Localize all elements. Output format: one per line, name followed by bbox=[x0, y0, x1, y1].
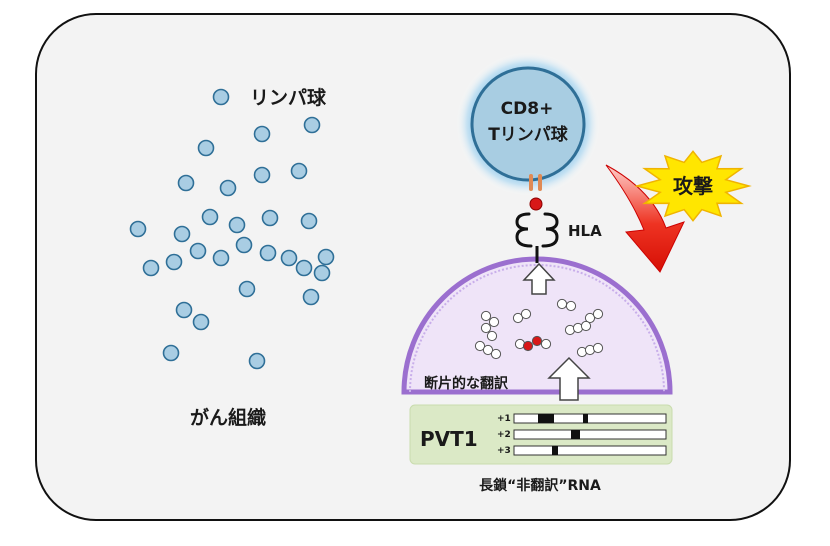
lymphocyte-dot bbox=[253, 166, 271, 184]
attack-label: 攻撃 bbox=[673, 174, 713, 198]
peptide-bead bbox=[512, 312, 524, 324]
lymphocyte-dot bbox=[173, 225, 191, 243]
lymphocyte-dot bbox=[280, 249, 298, 267]
cd8-label: CD8+ bbox=[501, 99, 554, 119]
fragment-translation-label: 断片的な翻訳 bbox=[424, 375, 509, 392]
lymphocyte-dot bbox=[259, 244, 277, 262]
cancer-cell bbox=[401, 256, 673, 395]
lymphocyte-dot bbox=[192, 313, 210, 331]
lymphocyte-dot bbox=[303, 116, 321, 134]
frame-plus2-label: +2 bbox=[497, 430, 511, 440]
lymphocyte-dot bbox=[129, 220, 147, 238]
lymphocyte-dot bbox=[162, 344, 180, 362]
hla-molecule-icon bbox=[515, 212, 559, 263]
hla-label: HLA bbox=[568, 222, 602, 240]
orf-block bbox=[538, 414, 554, 423]
lymphocyte-dot bbox=[189, 242, 207, 260]
frame-bar bbox=[513, 445, 667, 456]
frame-bar bbox=[513, 413, 667, 424]
peptide-bead bbox=[592, 308, 604, 320]
peptide-fragments bbox=[474, 298, 604, 360]
frame-bar bbox=[513, 429, 667, 440]
up-arrow-icon bbox=[522, 262, 556, 295]
lymphocyte-dot bbox=[290, 162, 308, 180]
antigen-peptide bbox=[529, 197, 543, 211]
peptide-bead bbox=[474, 340, 486, 352]
frame-plus3-label: +3 bbox=[497, 446, 511, 456]
lymphocyte-dot bbox=[212, 88, 230, 106]
peptide-bead bbox=[584, 312, 596, 324]
frame-plus1-label: +1 bbox=[497, 414, 511, 424]
pvt1-label: PVT1 bbox=[420, 427, 478, 451]
peptide-bead bbox=[531, 335, 543, 347]
lymphocyte-dot bbox=[317, 248, 335, 266]
peptide-bead bbox=[490, 348, 502, 360]
peptide-bead bbox=[520, 308, 532, 320]
peptide-bead bbox=[580, 320, 592, 332]
lncrna-label: 長鎖“非翻訳”RNA bbox=[479, 477, 601, 494]
peptide-bead bbox=[480, 310, 492, 322]
lymphocyte-dot bbox=[248, 352, 266, 370]
lymphocyte-dot bbox=[201, 208, 219, 226]
lymphocyte-dot bbox=[197, 139, 215, 157]
orf-block bbox=[571, 430, 580, 439]
lymphocyte-dot bbox=[219, 179, 237, 197]
lymphocyte-label: リンパ球 bbox=[250, 86, 327, 109]
lymphocyte-dot bbox=[253, 125, 271, 143]
cd8-t-cell bbox=[456, 52, 600, 196]
t-lymphocyte-label: Tリンパ球 bbox=[488, 125, 569, 145]
reading-frames: +1 +2 +3 bbox=[497, 413, 667, 456]
orf-block bbox=[583, 414, 588, 423]
peptide-bead bbox=[565, 300, 577, 312]
lymphocyte-dot bbox=[261, 209, 279, 227]
peptide-bead bbox=[556, 298, 568, 310]
peptide-bead bbox=[592, 342, 604, 354]
peptide-bead bbox=[482, 344, 494, 356]
lymphocyte-dot bbox=[302, 288, 320, 306]
peptide-bead bbox=[486, 330, 498, 342]
lymphocyte-dot bbox=[142, 259, 160, 277]
lymphocyte-dot bbox=[313, 264, 331, 282]
up-arrow-icon bbox=[547, 356, 591, 401]
lymphocyte-dot bbox=[295, 259, 313, 277]
peptide-bead bbox=[488, 316, 500, 328]
burst-star-icon bbox=[634, 150, 752, 222]
lymphocyte-dot bbox=[235, 236, 253, 254]
lymphocyte-dot bbox=[177, 174, 195, 192]
lymphocyte-dot bbox=[175, 301, 193, 319]
lymphocyte-dot bbox=[165, 253, 183, 271]
peptide-bead bbox=[522, 340, 534, 352]
lymphocyte-dot bbox=[300, 212, 318, 230]
orf-block bbox=[552, 446, 558, 455]
curved-arrow-icon bbox=[605, 164, 685, 273]
lymphocyte-group bbox=[129, 88, 335, 370]
t-cell-receptor-icon bbox=[529, 174, 542, 191]
lymphocyte-dot bbox=[238, 280, 256, 298]
lymphocyte-dot bbox=[212, 249, 230, 267]
lymphocyte-dot bbox=[228, 216, 246, 234]
peptide-bead bbox=[540, 338, 552, 350]
cancer-tissue-label: がん組織 bbox=[190, 406, 266, 429]
peptide-bead bbox=[480, 322, 492, 334]
